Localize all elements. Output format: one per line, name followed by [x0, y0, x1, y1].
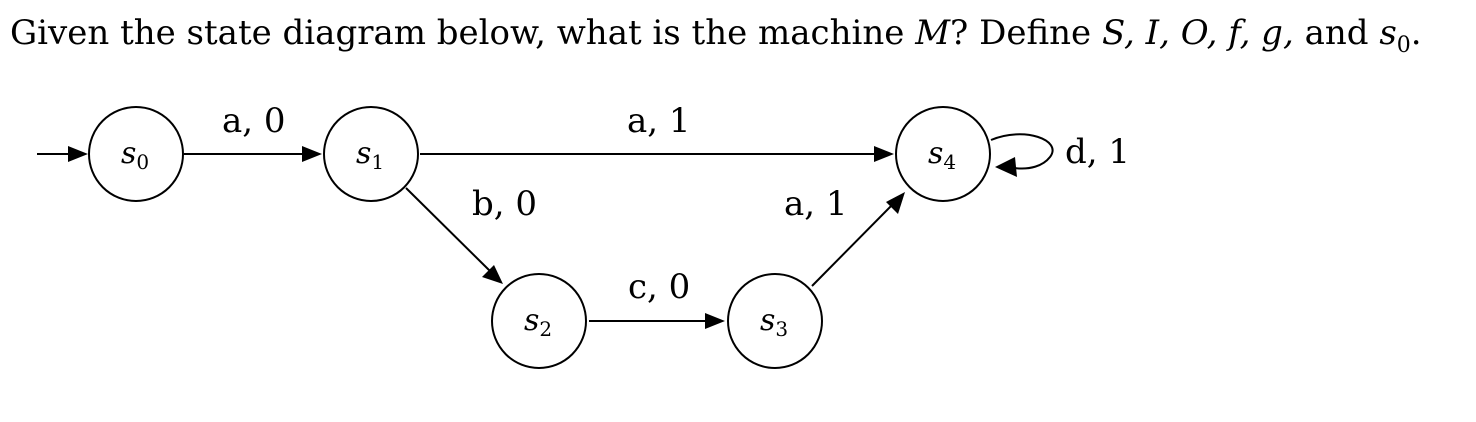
edge-s2-s3: c, 0	[589, 267, 725, 329]
initial-arrow	[37, 146, 88, 162]
state-s2: s2	[491, 273, 587, 369]
edge-label-s2-s3: c, 0	[628, 267, 690, 307]
edge-s1-s4: a, 1	[420, 101, 894, 162]
edge-label-s1-s4: a, 1	[627, 101, 691, 141]
symbol-list: S, I, O, f, g,	[1101, 13, 1294, 53]
edge-s3-s4: a, 1	[784, 184, 905, 287]
machine-symbol: M	[915, 13, 951, 53]
edge-label-s3-s4: a, 1	[784, 184, 848, 224]
state-label-s0: s0	[121, 136, 149, 174]
state-s4: s4	[895, 106, 991, 202]
edge-s1-s2: b, 0	[405, 184, 537, 284]
state-s0: s0	[88, 106, 184, 202]
state-s3: s3	[727, 273, 823, 369]
edge-label-s4-loop: d, 1	[1065, 132, 1130, 172]
edge-label-s0-s1: a, 0	[222, 101, 286, 141]
question-intro: Given the state diagram below, what is t…	[10, 13, 916, 53]
edge-s4-loop: d, 1	[990, 132, 1130, 177]
state-label-s1: s1	[356, 136, 384, 174]
state-s1: s1	[323, 106, 419, 202]
state-label-s3: s3	[760, 303, 788, 341]
edge-label-s1-s2: b, 0	[472, 184, 537, 224]
question-text: Given the state diagram below, what is t…	[10, 10, 1422, 69]
state-label-s2: s2	[524, 303, 552, 341]
edge-s0-s1: a, 0	[184, 101, 322, 162]
question-define: ? Define	[950, 13, 1102, 53]
question-and: and	[1293, 13, 1380, 53]
question-end: .	[1410, 13, 1422, 53]
initial-state-symbol: s0	[1379, 13, 1411, 58]
state-label-s4: s4	[928, 136, 956, 174]
